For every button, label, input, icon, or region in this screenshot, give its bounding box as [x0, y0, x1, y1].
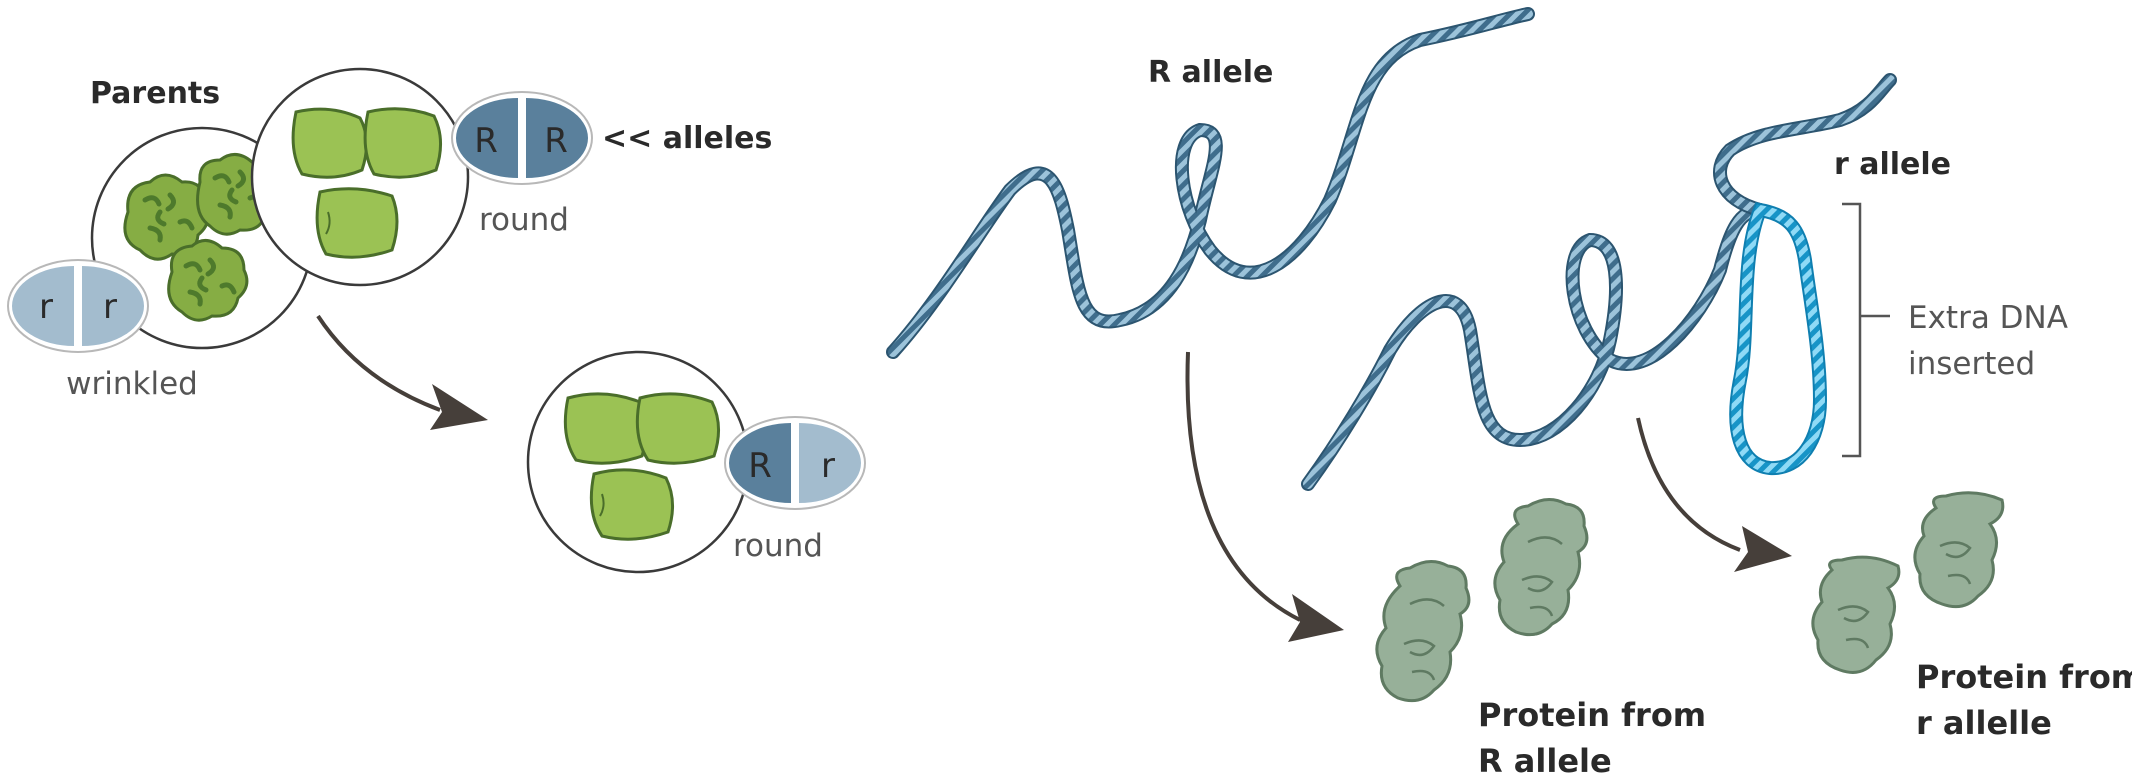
- cross-arrow: [316, 314, 488, 430]
- R-allele-dna: [886, 7, 1535, 359]
- round-parent-label: round: [479, 202, 569, 238]
- R-protein-label-line1: Protein from: [1478, 696, 1706, 734]
- r-protein-label-line2: r allelle: [1916, 704, 2052, 742]
- r-protein-label-line1: Protein from: [1916, 658, 2132, 696]
- offspring-circle: [526, 350, 750, 574]
- allele-letter: R: [544, 121, 568, 161]
- allele-letter: R: [474, 121, 498, 161]
- r-allele-dna: [1301, 73, 1897, 491]
- r-allele-label: r allele: [1834, 147, 1951, 182]
- round-pea: [635, 392, 720, 465]
- round-pea: [291, 107, 368, 179]
- wrinkled-parent-label: wrinkled: [66, 366, 198, 402]
- alleles-label: << alleles: [602, 121, 772, 156]
- round-parent-alleles: R R: [451, 91, 593, 185]
- r-protein: [1913, 491, 2005, 609]
- R-protein-label-line2: R allele: [1478, 742, 1612, 780]
- insert-label-line2: inserted: [1908, 346, 2035, 382]
- round-pea: [563, 392, 648, 465]
- R-allele-label: R allele: [1148, 55, 1273, 90]
- parents-title: Parents: [90, 76, 220, 111]
- dna-insert: [1729, 202, 1828, 476]
- R-protein: [1375, 560, 1471, 703]
- round-pea: [589, 468, 674, 541]
- R-protein-arrow: [1185, 351, 1344, 642]
- allele-letter: r: [103, 287, 117, 327]
- allele-letter: r: [821, 446, 835, 486]
- wrinkled-parent-alleles: r r: [7, 259, 149, 353]
- round-pea: [315, 187, 399, 259]
- insert-label-line1: Extra DNA: [1908, 300, 2068, 336]
- round-pea: [363, 107, 442, 179]
- r-protein-arrow: [1636, 417, 1792, 572]
- offspring-label: round: [733, 528, 823, 564]
- round-parent: [250, 67, 470, 287]
- offspring-alleles: R r: [724, 416, 866, 510]
- R-protein: [1493, 498, 1589, 637]
- r-protein: [1811, 555, 1901, 674]
- wrinkled-pea: [167, 239, 249, 322]
- allele-letter: R: [748, 446, 772, 486]
- allele-letter: r: [39, 287, 53, 327]
- insert-bracket: [1842, 202, 1890, 458]
